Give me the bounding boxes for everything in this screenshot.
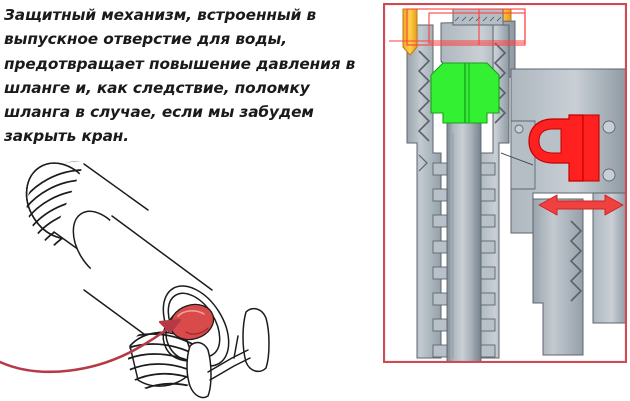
travel-direction-arrow xyxy=(538,194,624,216)
cad-cross-section-panel xyxy=(383,3,627,363)
water-channel xyxy=(446,122,482,361)
caption-text: Защитный механизм, встроенный в выпускно… xyxy=(4,6,356,146)
red-valve-lip xyxy=(528,114,600,182)
cad-panel-border xyxy=(383,3,627,363)
shower-connector-illustration xyxy=(0,150,300,401)
green-seal xyxy=(430,62,500,124)
illustration-linework xyxy=(25,161,270,399)
valve-callout-arrow xyxy=(0,318,182,374)
selection-boxes xyxy=(389,8,526,46)
retaining-clip xyxy=(162,307,270,399)
orange-retainer-left xyxy=(402,8,418,56)
bearing-details xyxy=(514,120,616,182)
